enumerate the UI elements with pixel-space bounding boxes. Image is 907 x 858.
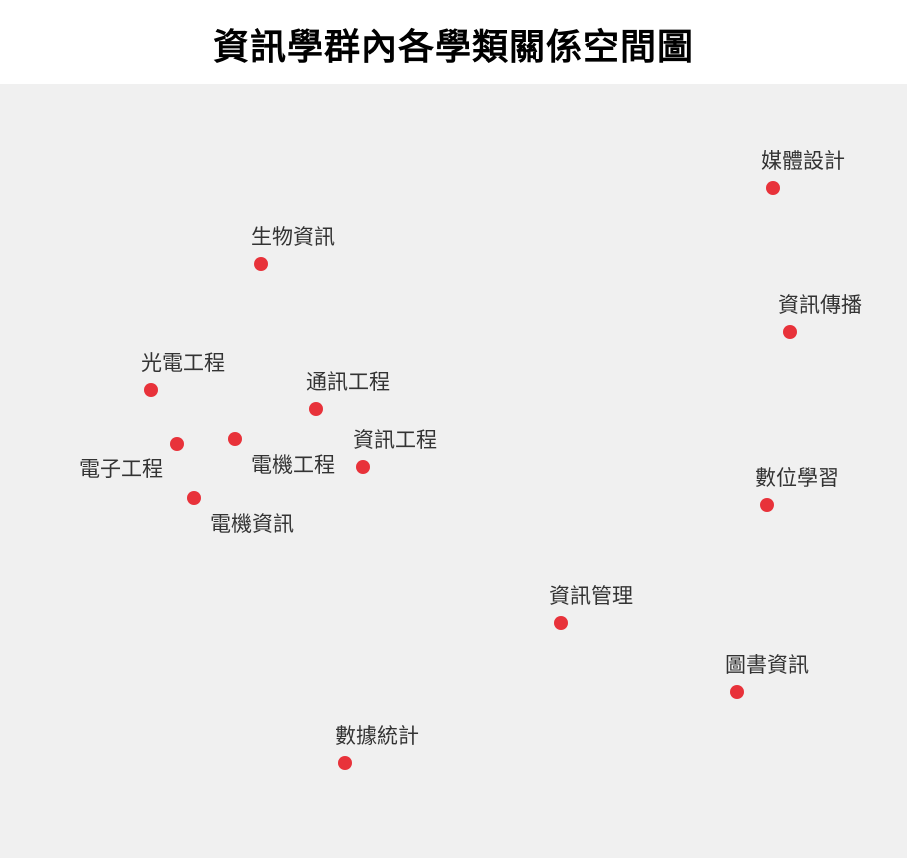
data-point — [730, 685, 744, 699]
data-point — [254, 257, 268, 271]
point-label: 資訊傳播 — [778, 293, 862, 317]
point-label: 生物資訊 — [251, 225, 335, 249]
data-point — [228, 432, 242, 446]
data-point — [766, 181, 780, 195]
plot-area: 媒體設計生物資訊資訊傳播光電工程通訊工程電子工程 電機工程資訊工程數位學習電機資訊… — [0, 84, 907, 858]
data-point — [187, 491, 201, 505]
point-label: 數據統計 — [335, 724, 419, 748]
point-label: 數位學習 — [755, 466, 839, 490]
point-label: 電子工程 — [79, 457, 163, 481]
data-point — [144, 383, 158, 397]
point-label: 電機資訊 — [210, 512, 294, 536]
chart-title: 資訊學群內各學類關係空間圖 — [212, 27, 694, 68]
point-label: 光電工程 — [141, 351, 225, 375]
point-label: 資訊工程 — [353, 428, 437, 452]
point-label: 圖書資訊 — [725, 653, 809, 677]
data-point — [356, 460, 370, 474]
data-point — [760, 498, 774, 512]
point-label: 通訊工程 — [306, 370, 390, 394]
data-point — [309, 402, 323, 416]
data-point — [170, 437, 184, 451]
data-point — [783, 325, 797, 339]
point-label: 媒體設計 — [761, 149, 845, 173]
points-layer — [144, 181, 797, 770]
point-label: 資訊管理 — [549, 584, 633, 608]
data-point — [554, 616, 568, 630]
data-point — [338, 756, 352, 770]
plot-background — [0, 84, 907, 858]
point-label: 電機工程 — [251, 453, 335, 477]
